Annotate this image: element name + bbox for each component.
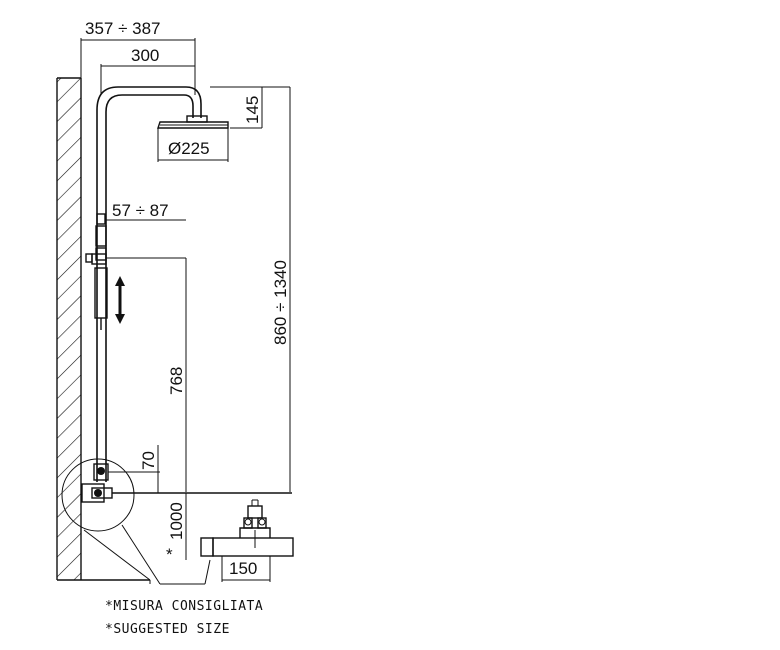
dim-total-height: 860 ÷ 1340	[271, 87, 291, 492]
adjust-arrow-icon	[115, 276, 125, 324]
mixer-assembly	[61, 458, 292, 532]
asterisk-label: *	[166, 545, 173, 564]
dim-head-diameter: Ø225	[157, 128, 229, 162]
mixer-height-label: 1000	[167, 502, 186, 540]
arm-reach-label: 357 ÷ 387	[85, 19, 161, 38]
note-italian: *MISURA CONSIGLIATA	[105, 599, 263, 614]
mixer-centers-label: 150	[229, 559, 257, 578]
dim-slider-height: 768	[106, 257, 187, 492]
arm-length-label: 300	[131, 46, 159, 65]
head-diameter-label: Ø225	[168, 139, 210, 158]
outlet-height-label: 70	[139, 451, 158, 470]
dim-mixer-centers: 150	[221, 556, 271, 582]
mixer-detail	[200, 499, 294, 557]
hand-shower	[85, 213, 108, 330]
dim-slider-offset: 57 ÷ 87	[106, 201, 186, 221]
note-english: *SUGGESTED SIZE	[105, 622, 230, 637]
total-height-label: 860 ÷ 1340	[271, 260, 290, 345]
wall	[56, 77, 150, 581]
dim-mixer-height: 1000 *	[166, 493, 187, 564]
head-drop-label: 145	[243, 96, 262, 124]
slider-height-label: 768	[167, 367, 186, 395]
dim-outlet-height: 70	[108, 445, 160, 493]
detail-leaders	[83, 524, 211, 585]
shower-column	[96, 86, 202, 482]
slider-offset-label: 57 ÷ 87	[112, 201, 169, 220]
dim-head-drop: 145	[210, 86, 290, 129]
dim-arm-length: 300	[100, 46, 195, 95]
